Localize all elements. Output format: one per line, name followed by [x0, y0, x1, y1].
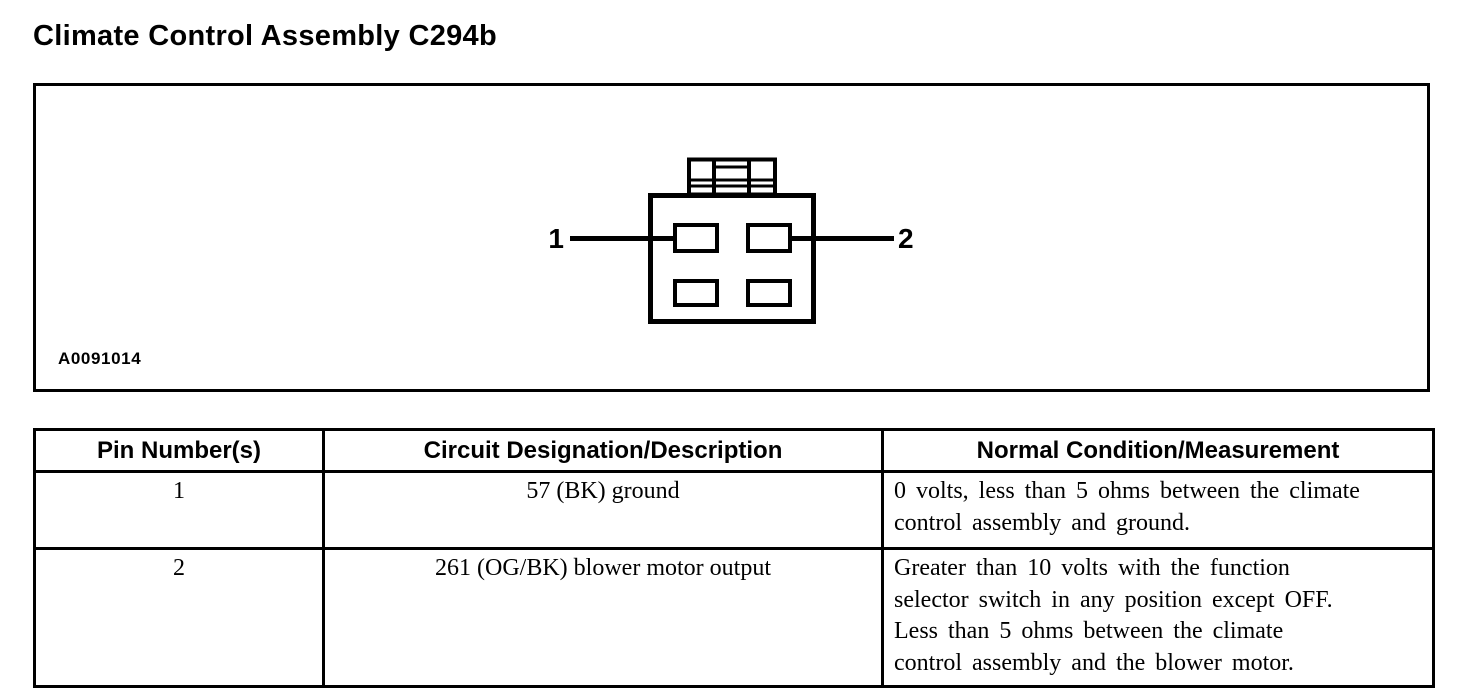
normal-condition-cell: Greater than 10 volts with the function … [881, 547, 1435, 688]
pin-2-label: 2 [898, 223, 914, 254]
header-normal-condition: Normal Condition/Measurement [881, 428, 1435, 473]
pin-number-cell: 2 [33, 547, 325, 688]
connector-body [648, 193, 816, 324]
normal-condition-cell: 0 volts, less than 5 ohms between the cl… [881, 470, 1435, 550]
pin-cavity-1 [673, 223, 719, 253]
connector-diagram: 1 2 [548, 157, 914, 324]
figure-id-label: A0091014 [58, 349, 142, 368]
header-circuit-designation: Circuit Designation/Description [322, 428, 884, 473]
pin-cavity-4 [746, 279, 792, 307]
table-row-pin-1: 1 57 (BK) ground 0 volts, less than 5 oh… [33, 470, 1435, 550]
pin-cavity-2 [746, 223, 792, 253]
connector-figure: 1 2 A0091014 [33, 83, 1430, 392]
pin-1-label: 1 [548, 223, 564, 254]
pin-table: Pin Number(s) Circuit Designation/Descri… [33, 428, 1435, 688]
header-pin-numbers: Pin Number(s) [33, 428, 325, 473]
page-title: Climate Control Assembly C294b [33, 20, 497, 52]
table-row-pin-2: 2 261 (OG/BK) blower motor output Greate… [33, 547, 1435, 688]
circuit-description-cell: 261 (OG/BK) blower motor output [322, 547, 884, 688]
table-header-row: Pin Number(s) Circuit Designation/Descri… [33, 428, 1435, 473]
circuit-description-cell: 57 (BK) ground [322, 470, 884, 550]
connector-latch [687, 157, 777, 197]
pin-number-cell: 1 [33, 470, 325, 550]
pin-cavity-3 [673, 279, 719, 307]
